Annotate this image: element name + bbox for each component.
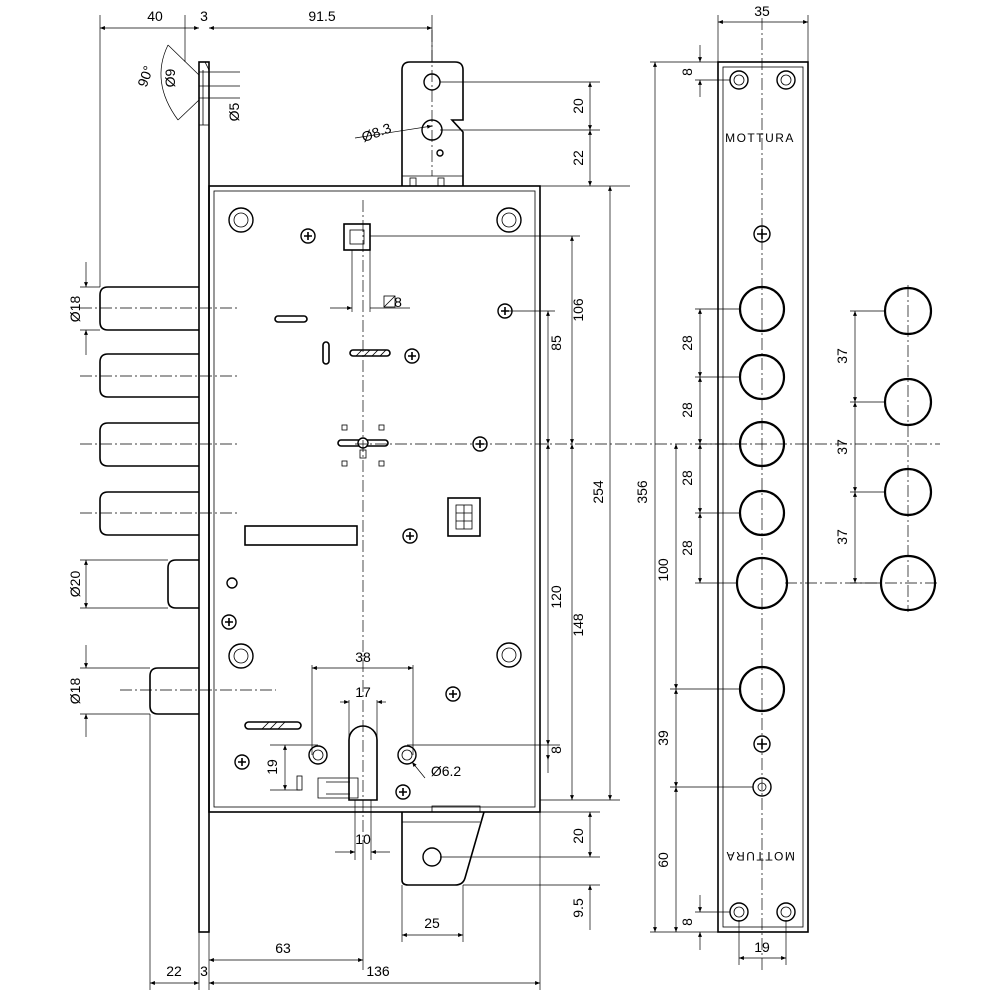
dim-120: 120 — [548, 585, 564, 609]
dim-strip-8-top: 8 — [679, 68, 695, 76]
dim-pitch-37-c: 37 — [834, 529, 850, 545]
dim-136: 136 — [366, 963, 390, 979]
dim-dia-18-bot: Ø18 — [67, 678, 83, 705]
strike-plate: MOTTURA MOTTURA — [717, 61, 809, 933]
dim-dia-8-3: Ø8.3 — [359, 120, 393, 145]
slot-lower — [244, 721, 302, 730]
dimension-lines — [80, 15, 885, 990]
dim-dia-6-2: Ø6.2 — [431, 763, 462, 779]
dim-top-91-5: 91.5 — [308, 8, 335, 24]
dimension-labels: 40 3 91.5 90° Ø9 Ø5 Ø8.3 20 22 8 106 85 … — [67, 3, 850, 979]
screws — [221, 228, 513, 800]
dim-strip-100: 100 — [655, 558, 671, 582]
brand-label-bottom: MOTTURA — [725, 849, 795, 863]
dim-10: 10 — [355, 831, 371, 847]
dim-strip-19: 19 — [754, 939, 770, 955]
dim-strip-28-d: 28 — [679, 540, 695, 556]
slot-vertical — [322, 341, 330, 365]
lock-case — [208, 185, 541, 813]
switch-block — [447, 497, 481, 537]
deadbolts — [99, 286, 199, 715]
lower-bolt — [149, 667, 199, 715]
dim-19: 19 — [264, 759, 280, 775]
dim-106: 106 — [570, 298, 586, 322]
faceplate — [198, 61, 210, 933]
dim-20-bot: 20 — [570, 828, 586, 844]
bottom-bracket — [401, 811, 485, 886]
dim-63: 63 — [275, 940, 291, 956]
dim-strip-39: 39 — [655, 730, 671, 746]
dim-angle-90: 90° — [134, 64, 156, 89]
top-bracket — [401, 61, 464, 186]
dim-356: 356 — [634, 480, 650, 504]
dim-strip-35: 35 — [754, 3, 770, 19]
dim-pitch-37-a: 37 — [834, 348, 850, 364]
dim-dia-18-top: Ø18 — [67, 296, 83, 323]
dim-h-22-top: 22 — [570, 150, 586, 166]
dim-17: 17 — [355, 684, 371, 700]
bottom-bracket-hole — [422, 847, 442, 867]
lock-case-inner — [213, 190, 536, 808]
dim-dia-20: Ø20 — [67, 571, 83, 598]
dim-h-20-top: 20 — [570, 98, 586, 114]
dim-254: 254 — [590, 480, 606, 504]
dim-strip-28-b: 28 — [679, 402, 695, 418]
cylinder-screw-right — [397, 745, 417, 765]
dim-dia-9: Ø9 — [162, 68, 178, 87]
cylinder-screw-left — [308, 745, 328, 765]
dim-8-cyl: 8 — [548, 746, 564, 754]
dim-strip-28-a: 28 — [679, 335, 695, 351]
case-fixing-holes — [228, 207, 522, 669]
brand-label-top: MOTTURA — [725, 131, 795, 145]
slot-upper — [274, 315, 308, 323]
dim-148: 148 — [570, 613, 586, 637]
dim-3-bot: 3 — [200, 963, 208, 979]
dim-pitch-37-b: 37 — [834, 439, 850, 455]
dim-square-8: 8 — [394, 294, 402, 310]
dim-25: 25 — [424, 915, 440, 931]
dim-strip-28-c: 28 — [679, 470, 695, 486]
dim-top-40: 40 — [147, 8, 163, 24]
dim-dia-5: Ø5 — [226, 102, 242, 121]
dim-38: 38 — [355, 649, 371, 665]
dim-9-5: 9.5 — [570, 898, 586, 918]
dim-strip-60: 60 — [655, 852, 671, 868]
dim-85: 85 — [548, 335, 564, 351]
dim-top-3: 3 — [200, 8, 208, 24]
center-lines — [80, 18, 940, 970]
slot-hatched — [349, 349, 391, 357]
long-bar — [244, 525, 358, 546]
square-follower — [343, 223, 371, 251]
latch — [167, 559, 199, 609]
dim-22: 22 — [166, 963, 182, 979]
lock-body — [198, 61, 541, 933]
dim-strip-8-bot: 8 — [679, 918, 695, 926]
